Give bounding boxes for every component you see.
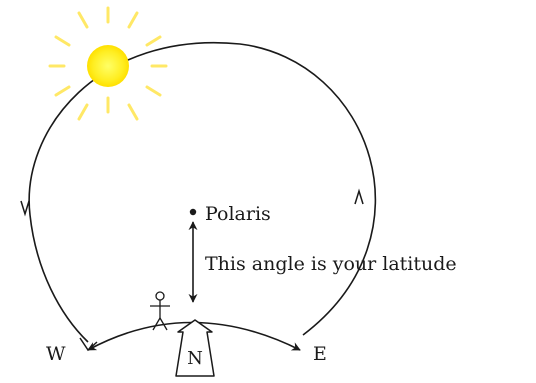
- arc-arrow-east: [354, 188, 364, 205]
- east-label: E: [313, 343, 327, 365]
- sun-icon: [48, 6, 168, 121]
- sun-path-arc: [28, 41, 376, 343]
- stick-figure-icon: [150, 291, 170, 331]
- arc-end-arrow-west: [79, 337, 98, 352]
- west-label: W: [46, 343, 66, 365]
- arc-arrow-west: [20, 200, 30, 217]
- polaris-label: Polaris: [205, 203, 271, 225]
- north-arrow-icon: N: [175, 319, 215, 377]
- polaris-dot: [189, 208, 197, 216]
- latitude-note: This angle is your latitude: [205, 253, 457, 275]
- north-label: N: [187, 348, 203, 369]
